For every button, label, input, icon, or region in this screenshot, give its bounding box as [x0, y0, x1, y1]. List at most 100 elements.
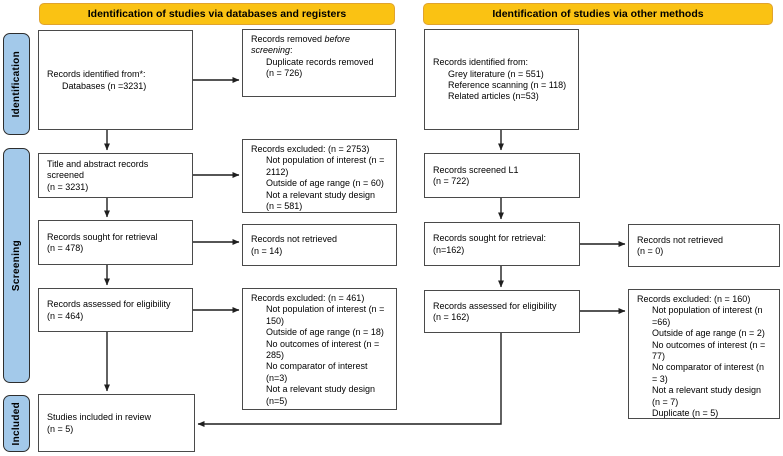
box-records-not-retrieved-other: Records not retrieved(n = 0): [628, 224, 780, 267]
node-line: 150): [251, 316, 393, 327]
node-line-segment: Records sought for retrieval:: [433, 233, 547, 244]
node-line: No comparator of interest (n: [637, 362, 776, 373]
stage-label-screening-text: Screening: [11, 239, 22, 292]
node-line-segment: Not population of interest (n =: [266, 155, 385, 166]
node-line-segment: Title and abstract records: [47, 158, 149, 169]
banner-left-label: Identification of studies via databases …: [87, 8, 347, 20]
node-line: Studies included in review: [47, 412, 191, 423]
node-line: 285): [251, 350, 393, 361]
node-line: (n = 722): [433, 176, 576, 187]
node-line: Duplicate records removed: [251, 57, 392, 68]
node-line: No comparator of interest: [251, 361, 393, 372]
node-line-segment: Records not retrieved: [637, 234, 724, 245]
node-line-segment: screened: [47, 170, 85, 181]
box-studies-included-review: Studies included in review(n = 5): [38, 394, 195, 452]
node-line: (n = 581): [251, 201, 393, 212]
node-line: Duplicate (n = 5): [637, 408, 776, 419]
node-line-segment: (n=162): [433, 244, 465, 255]
node-line-segment: Not a relevant study design: [652, 385, 762, 396]
node-line-segment: before: [324, 34, 351, 44]
node-line-segment: Related articles (n=53): [448, 91, 539, 102]
node-line: Not population of interest (n =: [251, 155, 393, 166]
stage-label-identification-text: Identification: [11, 50, 22, 118]
node-line-segment: 77): [652, 351, 666, 362]
node-line-segment: No outcomes of interest (n =: [266, 338, 380, 349]
node-line-segment: (n = 464): [47, 310, 84, 321]
node-line: (n = 3231): [47, 182, 189, 193]
node-line-segment: (n = 162): [433, 312, 470, 322]
node-line-segment: Records removed: [251, 34, 325, 44]
box-records-sought-retrieval-other: Records sought for retrieval:(n=162): [424, 222, 580, 266]
node-line: Records excluded: (n = 461): [251, 293, 393, 304]
node-line-segment: (n = 722): [433, 176, 470, 186]
node-line: (n=162): [433, 245, 576, 256]
node-line-segment: =66): [652, 316, 671, 327]
node-line-segment: (n = 3231): [47, 181, 89, 192]
node-line: Records assessed for eligibility: [433, 301, 576, 312]
stage-label-included: Included: [3, 395, 30, 452]
node-line-segment: (n = 5): [47, 423, 74, 434]
banner-databases-registers: Identification of studies via databases …: [39, 3, 395, 25]
node-line: No outcomes of interest (n =: [251, 339, 393, 350]
node-line-segment: = 3): [652, 373, 668, 384]
node-line-segment: (n = 478): [47, 243, 84, 253]
node-line: screening:: [251, 45, 392, 56]
node-line: Records identified from:: [433, 57, 575, 68]
node-line: screened: [47, 170, 189, 181]
node-line-segment: (n=5): [266, 395, 288, 406]
node-line-segment: Records not retrieved: [251, 234, 338, 245]
node-line-segment: Reference scanning (n = 118): [448, 80, 567, 90]
node-line-segment: Not a relevant study design: [266, 384, 376, 395]
node-line: Records sought for retrieval: [47, 232, 189, 243]
node-line: Not population of interest (n =: [251, 304, 393, 315]
node-line: (n = 14): [251, 246, 393, 257]
node-line: (n = 7): [637, 397, 776, 408]
node-line-segment: Records excluded: (n = 461): [251, 293, 365, 303]
node-line-segment: Records identified from*:: [47, 69, 146, 80]
node-line: Not population of interest (n: [637, 305, 776, 316]
node-line-segment: (n = 7): [652, 396, 679, 407]
node-line: Records screened L1: [433, 165, 576, 176]
node-line: Records not retrieved: [637, 235, 776, 246]
box-records-sought-retrieval-databases: Records sought for retrieval(n = 478): [38, 220, 193, 265]
node-line: (n = 0): [637, 246, 776, 257]
node-line-segment: Outside of age range (n = 2): [652, 328, 765, 339]
node-line: Related articles (n=53): [433, 91, 575, 102]
node-line-segment: Not population of interest (n =: [266, 304, 385, 315]
node-line-segment: Records screened L1: [433, 164, 519, 175]
node-line: Records excluded: (n = 160): [637, 294, 776, 305]
node-line: (n = 478): [47, 243, 189, 254]
node-line: = 3): [637, 374, 776, 385]
node-line: Reference scanning (n = 118): [433, 80, 575, 91]
node-line: =66): [637, 317, 776, 328]
node-line: 77): [637, 351, 776, 362]
node-line: Outside of age range (n = 18): [251, 327, 393, 338]
node-line-segment: No outcomes of interest (n =: [652, 339, 766, 350]
stage-label-included-text: Included: [11, 401, 22, 446]
node-line: (n=3): [251, 373, 393, 384]
node-line: (n=5): [251, 396, 393, 407]
node-line-segment: Outside of age range (n = 60): [266, 178, 384, 189]
node-line: Records not retrieved: [251, 234, 393, 245]
node-line: Not a relevant study design: [251, 384, 393, 395]
node-line: Outside of age range (n = 2): [637, 328, 776, 339]
node-line: Databases (n =3231): [47, 81, 189, 92]
banner-right-label: Identification of studies via other meth…: [492, 8, 704, 20]
stage-label-identification: Identification: [3, 33, 30, 135]
node-line-segment: (n = 0): [637, 246, 664, 256]
node-line-segment: (n=3): [266, 372, 288, 383]
node-line-segment: Records sought for retrieval: [47, 231, 158, 242]
node-line-segment: No comparator of interest (n: [652, 362, 765, 373]
node-line-segment: 285): [266, 350, 285, 361]
node-line-segment: Records excluded: (n = 160): [637, 294, 751, 304]
box-records-excluded-eligibility-databases: Records excluded: (n = 461)Not populatio…: [242, 288, 397, 410]
node-line-segment: Grey literature (n = 551): [448, 68, 544, 79]
box-records-not-retrieved-databases: Records not retrieved(n = 14): [242, 224, 397, 266]
node-line: Outside of age range (n = 60): [251, 178, 393, 189]
node-line: Grey literature (n = 551): [433, 69, 575, 80]
node-line-segment: Not a relevant study design: [266, 189, 376, 200]
node-line-segment: (n = 14): [251, 245, 283, 256]
node-line: 2112): [251, 167, 393, 178]
